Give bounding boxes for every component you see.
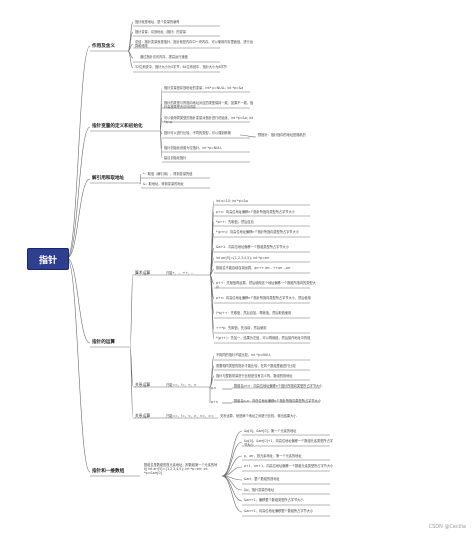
leaf: 需要相同类型的指针才能比较，在同个数组里面进行比较 — [216, 364, 296, 368]
group-tag: 只能+、-、++、-- — [166, 271, 194, 275]
leaf: p++：先赋值再运算，然后使用这个地址偏移一个数组所指向的类型大小 — [216, 281, 316, 290]
mid-node: p+n — [211, 400, 218, 404]
connector — [139, 173, 142, 184]
leaf: p、arr，首元素地址，第一个元素的地址 — [244, 454, 302, 458]
leaf: p+n：向高位地址偏移n个指针所指向类型所占字节大小，然后使用 — [216, 296, 311, 300]
leaf: &arr+1，偏移整个数组类型所占字节大小 — [244, 498, 304, 502]
leaf-note: 野指针：指针指向的地址是随机的 — [258, 133, 306, 137]
group-tag: 只能==、!=、<、> — [166, 383, 197, 387]
leaf: 数组名p+n：向高位地址偏移n个指针所指向类型所占字节大小 — [234, 384, 323, 388]
mid-node: p-n — [211, 386, 217, 390]
connector — [221, 475, 243, 513]
connector — [66, 45, 91, 259]
leaf: 指针就是地址，是个变量的编号 — [135, 20, 180, 24]
leaf: 32位系统中，指针大小为4字节，64位系统中，指针大小为8字节 — [135, 65, 227, 69]
group-compare[interactable]: 关系运算 — [135, 413, 151, 418]
leaf: 通过指针访问内存，提高运行速度 — [140, 55, 188, 59]
connector — [127, 50, 134, 69]
leaf: (*p)++：先取值，然后自加，再赋值，然后取值使用 — [216, 311, 292, 315]
connector — [209, 274, 215, 340]
leaf: 可以使用同类型的指针变量对指针进行初始化，int *p=&a; int *q=p — [164, 116, 254, 125]
group-arithmetic[interactable]: 算术运算 — [135, 270, 151, 275]
connector — [221, 430, 243, 477]
connector — [221, 466, 243, 477]
leaf: &p[0]、&arr[0]，第一个元素的地址 — [244, 429, 297, 433]
connector — [209, 268, 215, 276]
connector — [209, 375, 215, 388]
connector — [66, 178, 91, 259]
connector — [239, 134, 257, 138]
leaf: 指针与整数常量进行比较是没有意义的，数组的首地址 — [216, 374, 293, 378]
connector — [139, 182, 142, 185]
connector — [129, 273, 134, 348]
connector — [221, 441, 243, 477]
leaf: int a=10; int *p=&a — [216, 199, 248, 203]
connector — [127, 43, 134, 52]
leaf: &arr+1，向高位地址偏移整个数组所占字节大小 — [244, 509, 314, 513]
branch-definition[interactable]: 指针变量的定义和初始化 — [92, 124, 143, 129]
branch-meaning[interactable]: 作用及含义 — [92, 44, 115, 49]
leaf: 指针可以进行比较、不同的类型，可以强制转换 — [164, 131, 231, 135]
connector — [127, 21, 134, 52]
group-tag: 只能==、!=、<、>、<=、>= — [166, 414, 214, 418]
leaf: p+n：向高位地址偏移n个指针所指向类型所占字节大小 — [216, 210, 295, 214]
connector — [66, 257, 91, 473]
branch-arithmetic[interactable]: 指针的运算 — [92, 340, 115, 345]
leaf: &p[0]、&arr[0]+1，向高位地址偏移一个数组元素类型所占字节大小 — [244, 439, 333, 448]
leaf: *(p+n)：向高位地址偏移n个指针所指向类型所占字节大小 — [216, 230, 299, 234]
connector — [221, 455, 243, 477]
connector — [129, 346, 134, 418]
leaf: 指针变量，存放地址（指针）的变量 — [135, 30, 186, 34]
group-relational[interactable]: 关系运算 — [135, 382, 151, 387]
connector — [66, 126, 91, 259]
leaf: &a+1：向高位地址偏移一个数组类型所占字节大小 — [216, 245, 289, 249]
leaf: 指针初始化设置为空指针，int *p=NULL — [164, 146, 222, 150]
leaf: 建议初始化指针 — [164, 156, 187, 160]
leaf: 指针的类型与所指向地址对应的类型保持一致，如果不一致，指针会按类型去访问内存 — [164, 101, 254, 110]
leaf: &：取地址，得到变量的地址 — [143, 182, 184, 186]
branch-array[interactable]: 指针和一维数组 — [92, 469, 125, 474]
leaf: 关系运算，就是两个地址之间进行比较，得出结果大小 — [220, 414, 297, 418]
leaf: p+1、arr+1，向高位地址偏移一个数组元素类型所占字节大小 — [244, 464, 334, 468]
connector — [66, 257, 91, 344]
leaf: 不相同的指针不能比较，int *p=NULL — [216, 353, 271, 357]
leaf: 总结：指针变量就是指针，指针就是内存中一块内存，可以使用内存里面值，进行运算和修… — [135, 40, 253, 49]
leaf: *(p++)：先加一，结果为左值，可以再赋值，然后操作地址中的值 — [216, 336, 311, 340]
branch-intro: 数组名是数组的首元素地址，即数组第一个元素的地址 int arr[5]={1,2… — [144, 463, 218, 476]
connector — [159, 130, 163, 159]
leaf: *p++：先取值，然后自加 — [216, 220, 254, 224]
leaf: 指针变量是存放地址的变量，int* p=NULL; int *p=&a — [164, 86, 244, 90]
branch-deref[interactable]: 解引用和取地址 — [92, 176, 125, 181]
connector — [159, 117, 163, 132]
leaf: &p，指针变量的地址 — [244, 488, 275, 492]
connector — [127, 31, 134, 52]
root-node[interactable]: 指针 — [27, 248, 69, 270]
leaf: 数组名p-n：向低位地址偏移n个指针所指向类型所占字节大小 — [234, 399, 321, 403]
footer-watermark: CSDN @Cecilia — [428, 524, 466, 530]
leaf: int arr[5]={1,2,3,4,5}; int *p=arr — [216, 256, 270, 260]
leaf: *：取值（解引用），得到变量的值 — [143, 172, 193, 176]
leaf: 数组名不能自增自减运算，arr++ arr-- ++arr --arr — [216, 266, 291, 270]
leaf: ++*p：先取值，先自增，然后使用 — [216, 326, 267, 330]
leaf: &arr，整个数组的首地址 — [244, 477, 280, 481]
